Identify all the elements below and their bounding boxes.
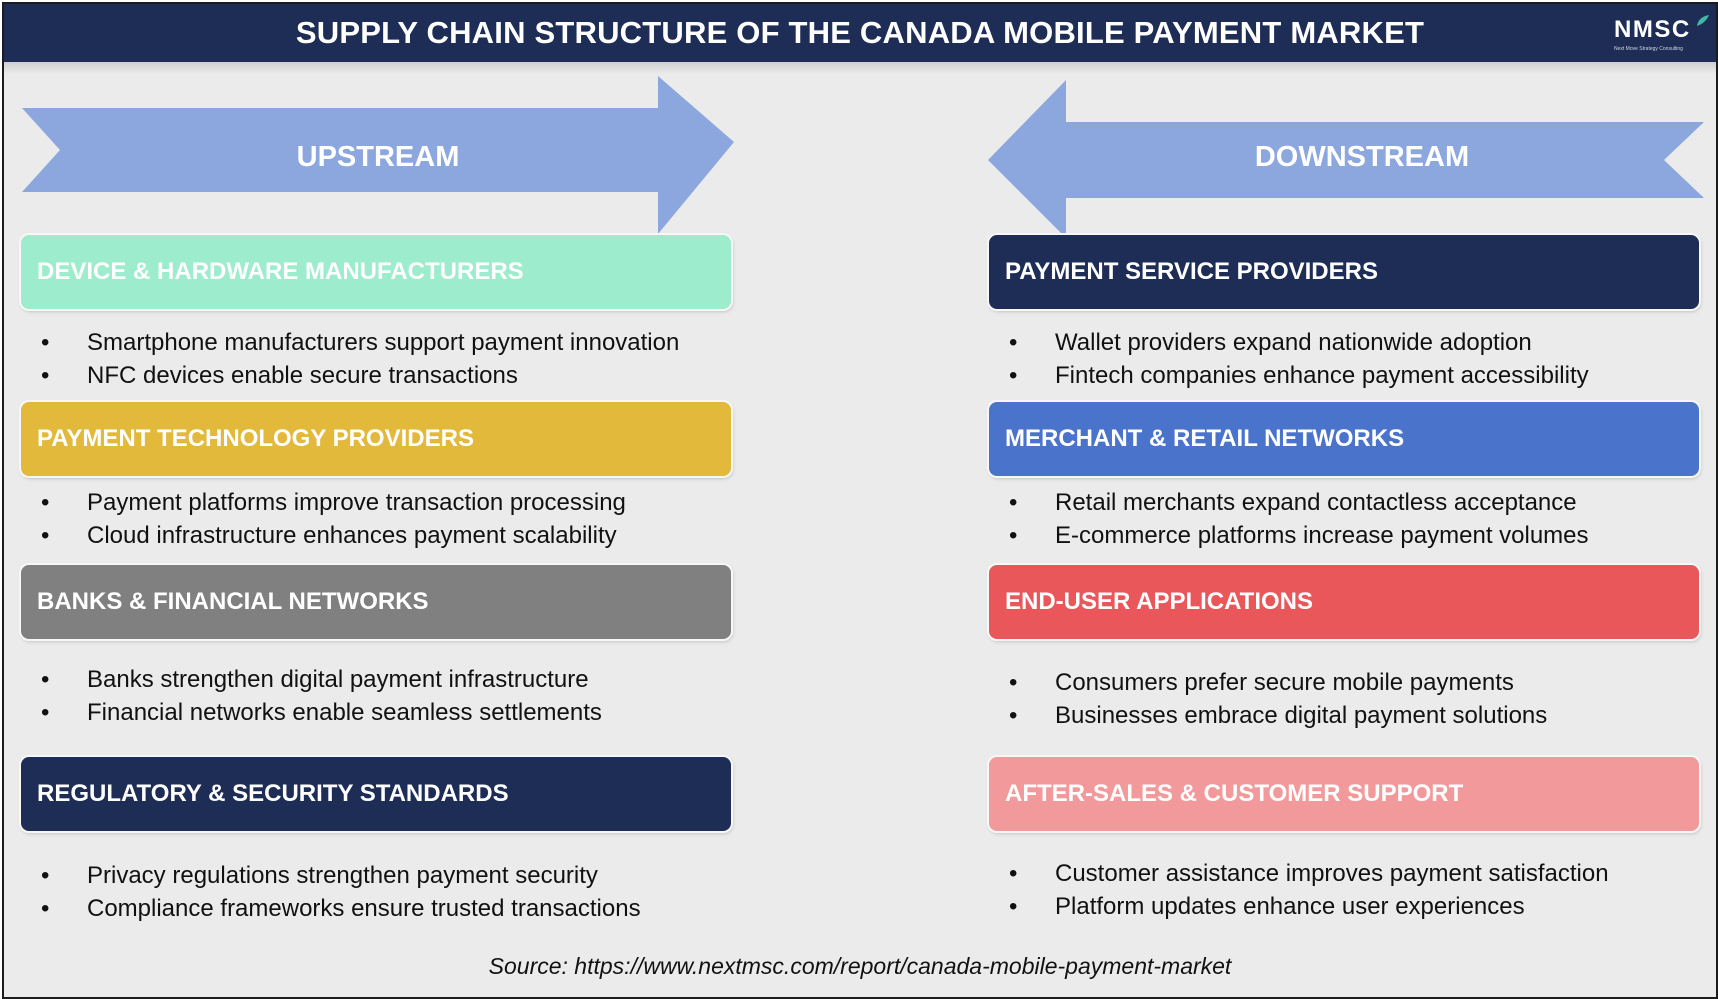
category-payment-technology: PAYMENT TECHNOLOGY PROVIDERS <box>21 402 731 476</box>
downstream-label: DOWNSTREAM <box>1254 141 1470 173</box>
header-bar: SUPPLY CHAIN STRUCTURE OF THE CANADA MOB… <box>4 4 1716 62</box>
list-item: •Financial networks enable seamless sett… <box>41 699 602 726</box>
logo-tagline: Next Move Strategy Consulting <box>1614 46 1683 52</box>
bullet-list: •Wallet providers expand nationwide adop… <box>989 329 1716 395</box>
category-regulatory-security: REGULATORY & SECURITY STANDARDS <box>21 757 731 831</box>
logo-wordmark: NMSC <box>1614 16 1691 43</box>
category-banks-financial: BANKS & FINANCIAL NETWORKS <box>21 565 731 639</box>
category-title: END-USER APPLICATIONS <box>1005 588 1314 615</box>
header-shadow <box>4 62 1716 74</box>
category-after-sales-support: AFTER-SALES & CUSTOMER SUPPORT <box>989 757 1699 831</box>
bullet-list: •Smartphone manufacturers support paymen… <box>21 329 801 395</box>
bullet-list: •Customer assistance improves payment sa… <box>989 860 1716 926</box>
category-title: MERCHANT & RETAIL NETWORKS <box>1005 425 1405 452</box>
bullet-list: •Banks strengthen digital payment infras… <box>21 666 801 732</box>
list-item: •Compliance frameworks ensure trusted tr… <box>41 895 641 922</box>
list-item: •Payment platforms improve transaction p… <box>41 489 626 516</box>
logo-leaf-icon <box>1697 15 1709 26</box>
upstream-label: UPSTREAM <box>296 141 460 173</box>
list-item: •NFC devices enable secure transactions <box>41 362 518 389</box>
category-merchant-retail: MERCHANT & RETAIL NETWORKS <box>989 402 1699 476</box>
list-item: •Smartphone manufacturers support paymen… <box>41 329 680 356</box>
category-title: PAYMENT TECHNOLOGY PROVIDERS <box>37 425 474 452</box>
list-item: •Platform updates enhance user experienc… <box>1009 893 1525 920</box>
bullet-list: •Payment platforms improve transaction p… <box>21 489 801 555</box>
downstream-arrow <box>988 80 1704 238</box>
list-item: •Businesses embrace digital payment solu… <box>1009 702 1548 729</box>
category-title: PAYMENT SERVICE PROVIDERS <box>1005 258 1378 285</box>
category-title: DEVICE & HARDWARE MANUFACTURERS <box>37 258 524 285</box>
bullet-list: •Privacy regulations strengthen payment … <box>21 862 801 928</box>
bullet-list: •Retail merchants expand contactless acc… <box>989 489 1716 555</box>
list-item: •E-commerce platforms increase payment v… <box>1009 522 1589 549</box>
list-item: •Customer assistance improves payment sa… <box>1009 860 1609 887</box>
category-title: BANKS & FINANCIAL NETWORKS <box>37 588 429 615</box>
category-title: AFTER-SALES & CUSTOMER SUPPORT <box>1005 780 1464 807</box>
source-citation: Source: https://www.nextmsc.com/report/c… <box>488 953 1232 979</box>
page-title: SUPPLY CHAIN STRUCTURE OF THE CANADA MOB… <box>295 15 1425 50</box>
list-item: •Fintech companies enhance payment acces… <box>1009 362 1589 389</box>
category-end-user-applications: END-USER APPLICATIONS <box>989 565 1699 639</box>
category-payment-service: PAYMENT SERVICE PROVIDERS <box>989 235 1699 309</box>
list-item: •Privacy regulations strengthen payment … <box>41 862 598 889</box>
nmsc-logo: NMSC Next Move Strategy Consulting <box>1614 15 1709 56</box>
category-device-hardware: DEVICE & HARDWARE MANUFACTURERS <box>21 235 731 309</box>
list-item: •Retail merchants expand contactless acc… <box>1009 489 1577 516</box>
list-item: •Wallet providers expand nationwide adop… <box>1009 329 1532 356</box>
list-item: •Consumers prefer secure mobile payments <box>1009 669 1514 696</box>
category-title: REGULATORY & SECURITY STANDARDS <box>37 780 509 807</box>
upstream-arrow <box>22 76 734 234</box>
list-item: •Cloud infrastructure enhances payment s… <box>41 522 617 549</box>
bullet-list: •Consumers prefer secure mobile payments… <box>989 669 1716 735</box>
list-item: •Banks strengthen digital payment infras… <box>41 666 589 693</box>
